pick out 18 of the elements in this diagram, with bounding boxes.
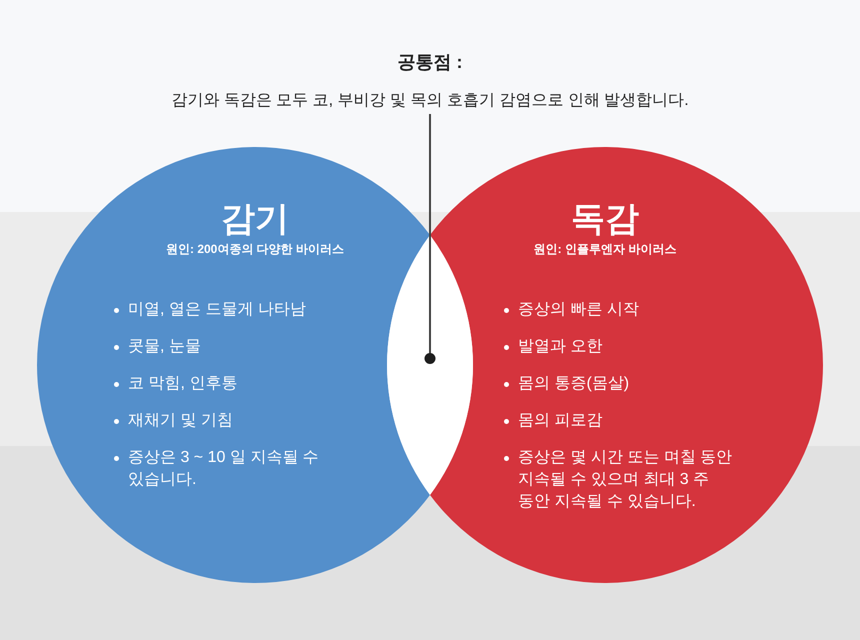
symptom-text: 증상은 몇 시간 또는 며칠 동안 지속될 수 있으며 최대 3 주 동안 지속될 수 있습니다. (518, 448, 734, 512)
cause-text: 원인: 인플루엔자 바이러스 (534, 241, 676, 257)
overlap-lens (387, 235, 473, 495)
cause-text: 원인: 200여종의 다양한 바이러스 (166, 241, 344, 257)
circle-title: 감기 (221, 199, 289, 239)
symptom-text: 발열과 오한 (518, 337, 604, 357)
symptom-text: 몸의 통증(몸살) (518, 374, 630, 394)
leader-line (424, 114, 436, 364)
heading-text: 공통점 : (398, 51, 462, 74)
symptom-text: 코 막힘, 인후통 (128, 374, 238, 394)
symptom-text: 증상의 빠른 시작 (518, 300, 640, 320)
symptom-text: 콧물, 눈물 (128, 337, 202, 357)
description-text: 감기와 독감은 모두 코, 부비강 및 목의 호흡기 감염으로 인해 발생합니다. (171, 91, 689, 111)
symptom-text: 몸의 피로감 (518, 411, 604, 431)
symptom-text: 증상은 3 ~ 10 일 지속될 수 있습니다. (128, 448, 320, 490)
symptom-text: 재채기 및 기침 (128, 411, 234, 431)
symptom-text: 미열, 열은 드물게 나타남 (128, 300, 307, 320)
circle-title: 독감 (571, 199, 639, 239)
